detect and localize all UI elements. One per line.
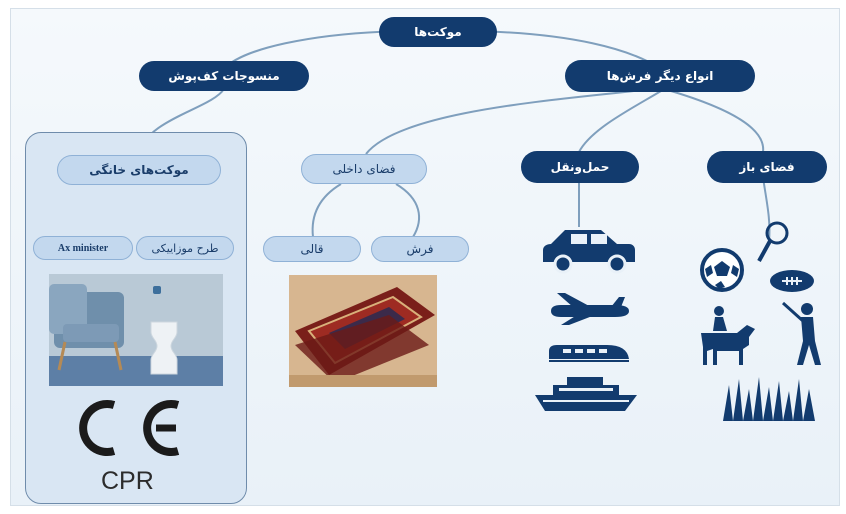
horse-rider-icon xyxy=(701,306,755,365)
football-icon xyxy=(770,270,814,292)
car-icon xyxy=(543,230,635,274)
carpet-node: قالی xyxy=(263,236,361,262)
indoor-node: فضای داخلی xyxy=(301,154,427,184)
soccer-ball-icon xyxy=(700,248,744,292)
rug-node: فرش xyxy=(371,236,469,262)
ce-mark xyxy=(79,400,180,456)
grass-icon xyxy=(723,377,815,421)
home-carpets-node: موکت‌های خانگی xyxy=(57,155,221,185)
golfer-icon xyxy=(781,301,821,365)
other-carpets-node: انواع دیگر فرش‌ها xyxy=(565,60,755,92)
floor-textiles-node: منسوجات کف‌پوش xyxy=(139,61,309,91)
axminster-node: Ax minister xyxy=(33,236,133,260)
living-room-photo xyxy=(49,274,223,386)
persian-rug-photo xyxy=(289,275,437,387)
ship-icon xyxy=(535,377,637,411)
outdoor-node: فضای باز xyxy=(707,151,827,183)
cpr-label: CPR xyxy=(101,467,154,495)
airplane-icon xyxy=(551,293,629,325)
train-icon xyxy=(549,345,629,362)
mosaic-design-node: طرح موزاییکی xyxy=(136,236,234,260)
transport-node: حمل‌ونقل xyxy=(521,151,639,183)
diagram-canvas: موکت‌ها منسوجات کف‌پوش انواع دیگر فرش‌ها… xyxy=(10,8,840,506)
tennis-racket-icon xyxy=(757,221,789,262)
root-node: موکت‌ها xyxy=(379,17,497,47)
connector-lines xyxy=(81,30,771,242)
